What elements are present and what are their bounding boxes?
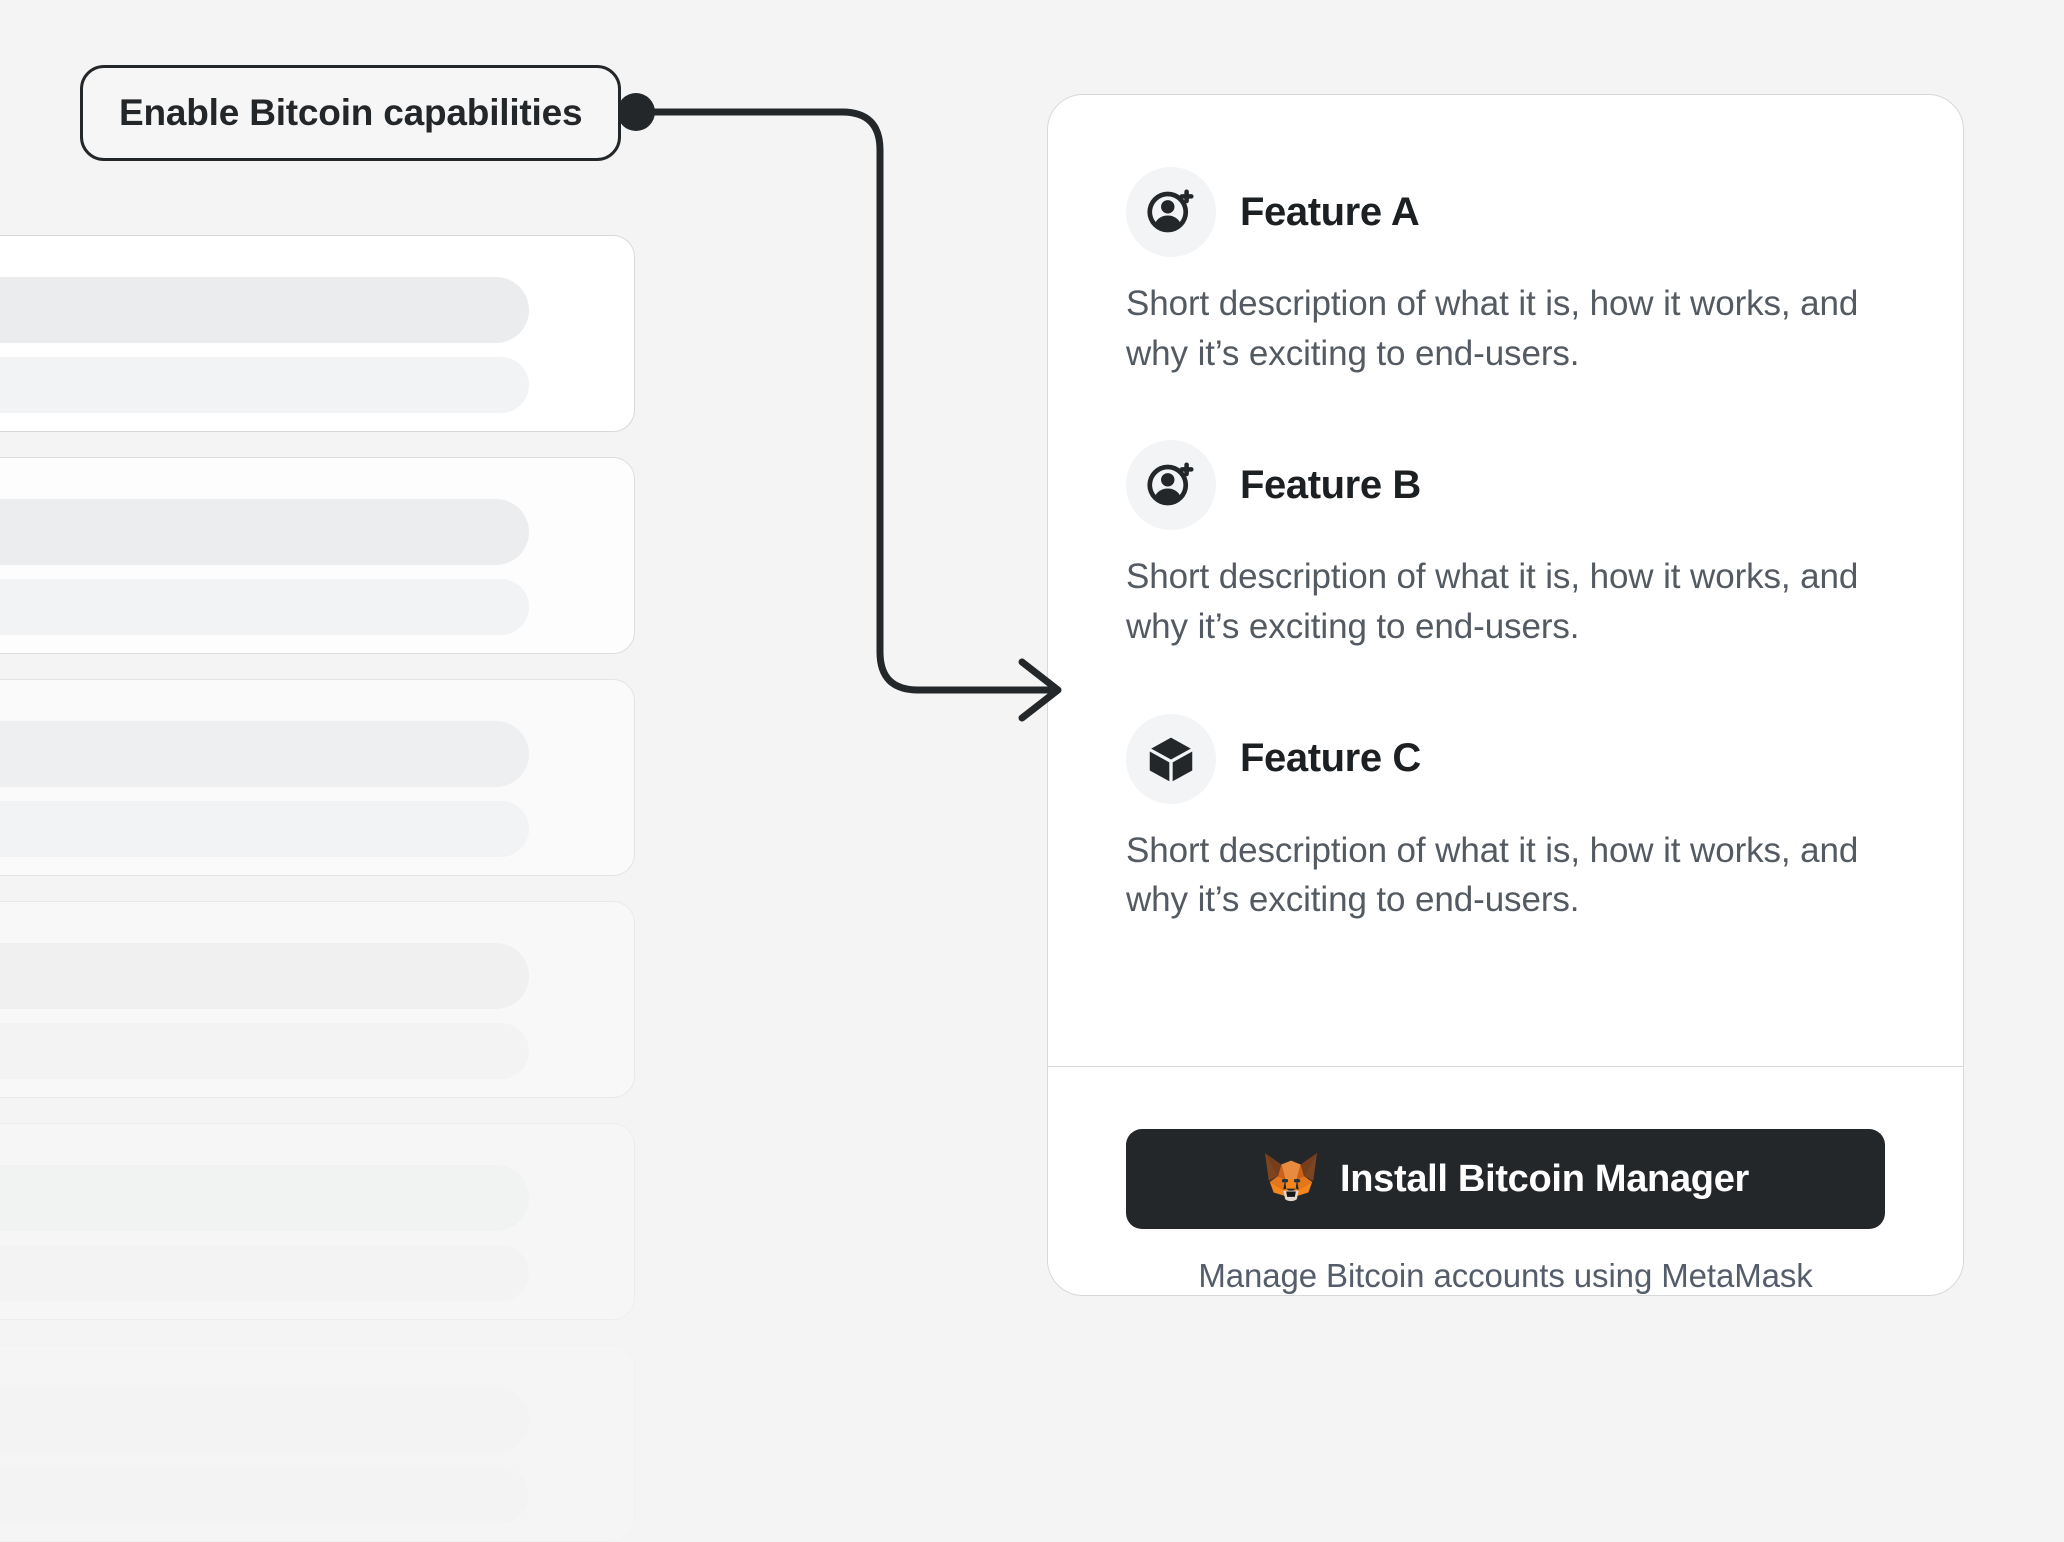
feature-item-a: Feature A Short description of what it i… <box>1126 167 1885 378</box>
feature-header: Feature B <box>1126 440 1885 531</box>
skeleton-card <box>0 679 635 876</box>
feature-header: Feature A <box>1126 167 1885 257</box>
feature-card: Feature A Short description of what it i… <box>1047 94 1964 1296</box>
skeleton-bar-primary <box>0 1165 529 1231</box>
feature-item-c: Feature C Short description of what it i… <box>1126 713 1885 925</box>
add-account-icon <box>1126 440 1216 531</box>
skeleton-bar-primary <box>0 1387 529 1453</box>
skeleton-bar-secondary <box>0 1023 529 1079</box>
feature-title: Feature B <box>1240 462 1421 507</box>
skeleton-list <box>0 235 640 1542</box>
install-caption: Manage Bitcoin accounts using MetaMask <box>1198 1257 1813 1294</box>
feature-header: Feature C <box>1126 713 1885 804</box>
feature-description: Short description of what it is, how it … <box>1126 557 1859 647</box>
skeleton-card <box>0 457 635 654</box>
skeleton-bar-secondary <box>0 579 529 635</box>
feature-description: Short description of what it is, how it … <box>1126 830 1859 920</box>
skeleton-bar-secondary <box>0 1245 529 1301</box>
skeleton-bar-primary <box>0 277 529 343</box>
card-footer: Install Bitcoin Manager Manage Bitcoin a… <box>1048 1067 1963 1295</box>
connector-dot <box>617 93 655 131</box>
skeleton-bar-primary <box>0 943 529 1009</box>
install-button-label: Install Bitcoin Manager <box>1339 1157 1750 1200</box>
annotation-label-text: Enable Bitcoin capabilities <box>119 92 583 133</box>
feature-item-b: Feature B Short description of what it i… <box>1126 440 1885 651</box>
feature-title: Feature A <box>1240 189 1420 234</box>
install-bitcoin-manager-button[interactable]: Install Bitcoin Manager <box>1126 1129 1885 1229</box>
card-divider <box>1048 1065 1963 1067</box>
skeleton-bar-secondary <box>0 1467 529 1523</box>
metamask-fox-icon <box>1262 1152 1320 1206</box>
skeleton-card <box>0 1123 635 1320</box>
skeleton-bar-primary <box>0 499 529 565</box>
add-account-icon <box>1126 167 1216 257</box>
cube-icon <box>1126 713 1216 804</box>
skeleton-card <box>0 1345 635 1542</box>
skeleton-bar-secondary <box>0 801 529 857</box>
feature-title: Feature C <box>1240 736 1421 781</box>
feature-list: Feature A Short description of what it i… <box>1048 95 1963 1004</box>
feature-description: Short description of what it is, how it … <box>1126 284 1859 373</box>
skeleton-bar-primary <box>0 721 529 787</box>
skeleton-card <box>0 235 635 432</box>
skeleton-card <box>0 901 635 1098</box>
annotation-label: Enable Bitcoin capabilities <box>80 65 622 161</box>
skeleton-bar-secondary <box>0 357 529 413</box>
